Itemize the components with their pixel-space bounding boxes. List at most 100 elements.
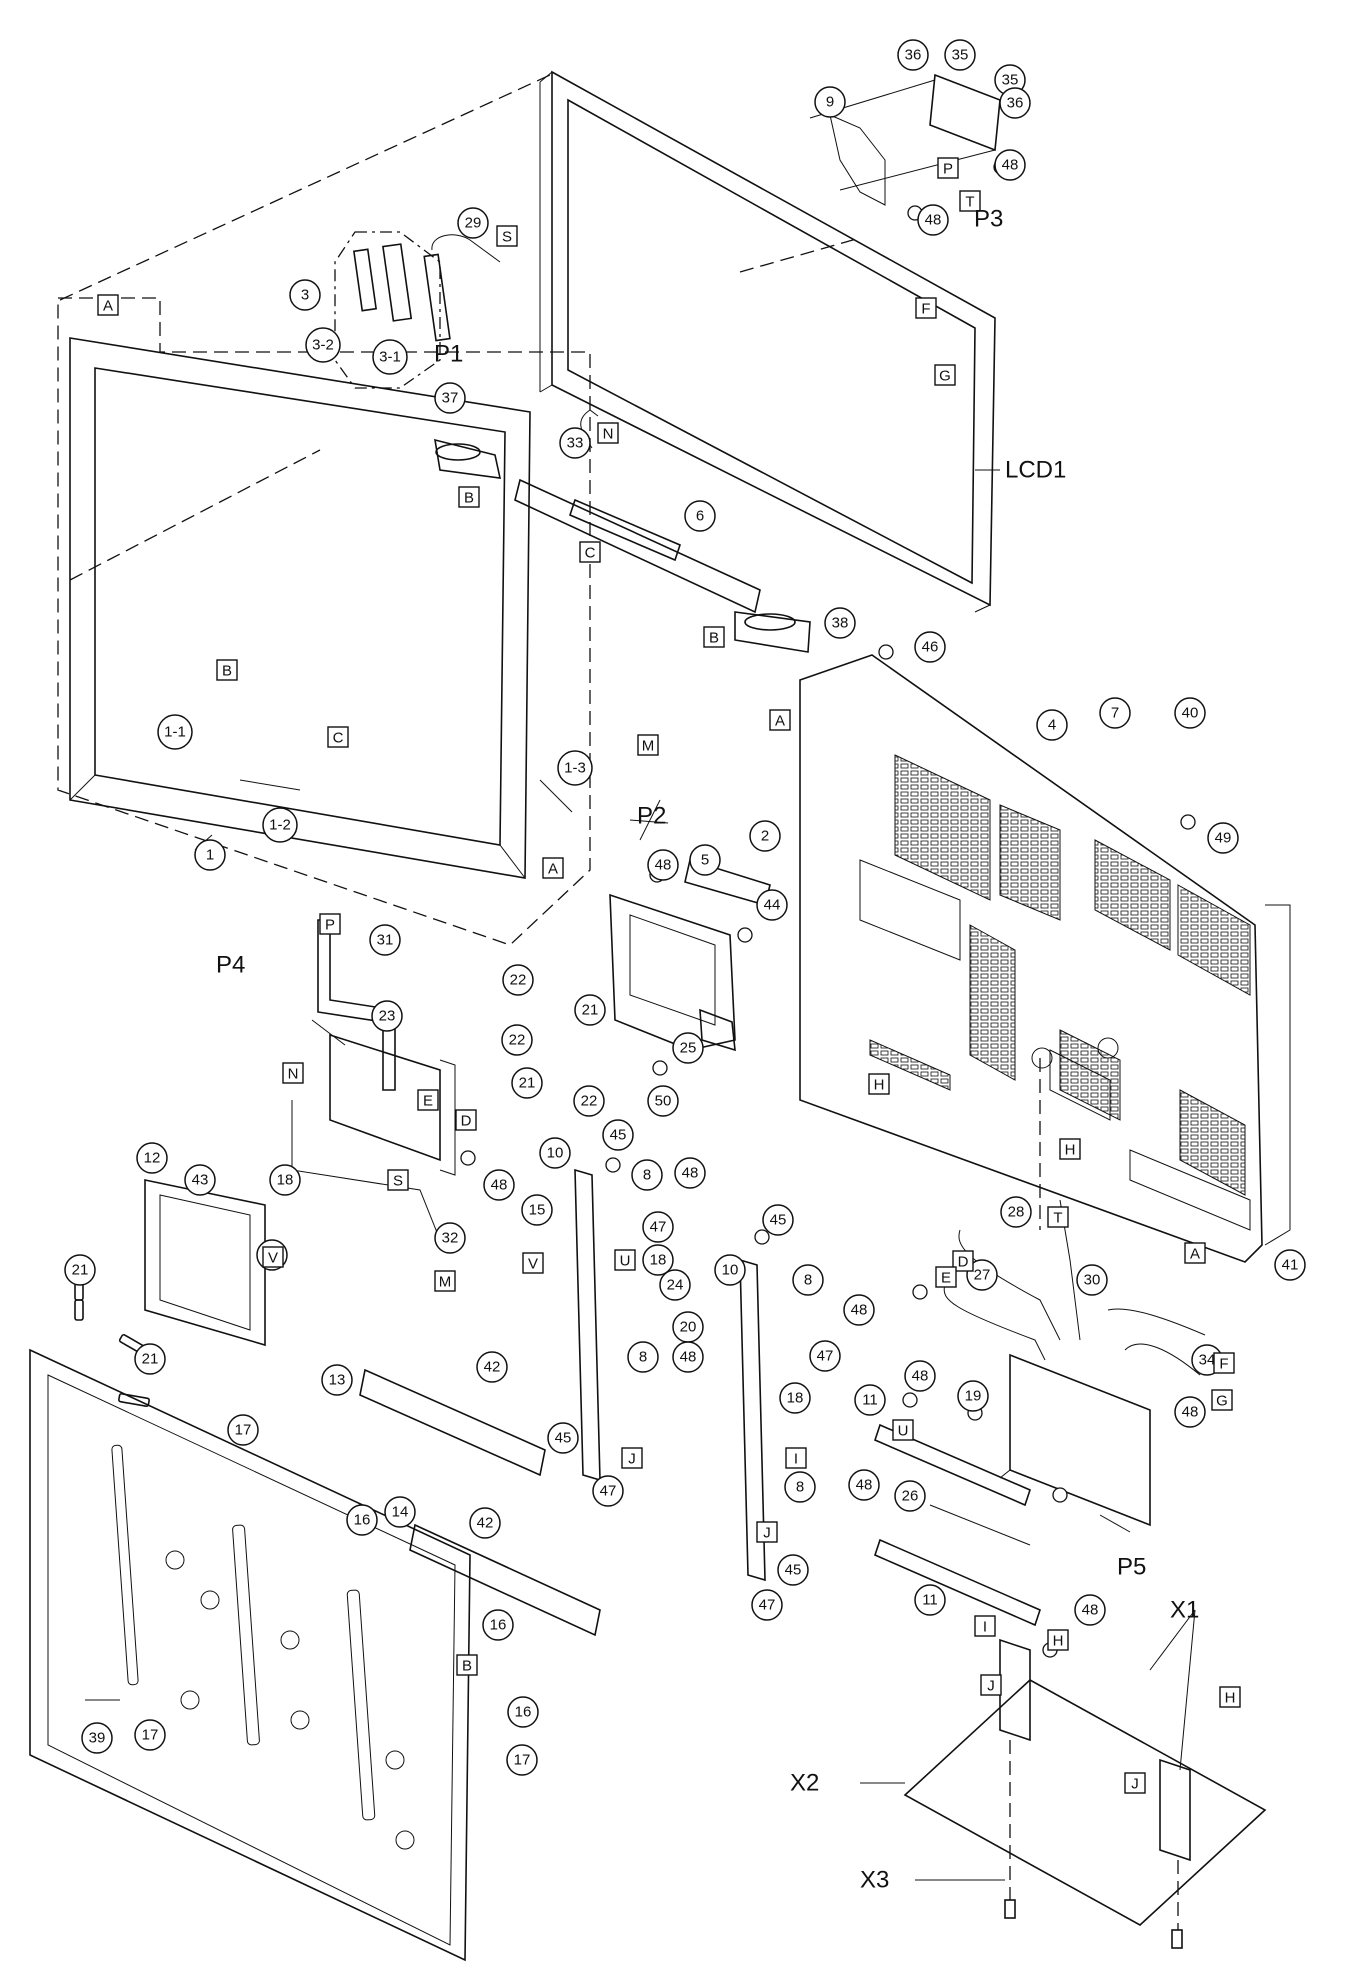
callout-50: 50: [647, 1085, 679, 1117]
svg-text:42: 42: [484, 1359, 501, 1376]
callout-48-3: 48: [647, 849, 679, 881]
connector-box-g: G: [934, 364, 956, 386]
svg-text:33: 33: [567, 435, 584, 452]
svg-text:27: 27: [974, 1267, 991, 1284]
connector-box-a: A: [97, 294, 119, 316]
svg-text:V: V: [528, 1256, 538, 1273]
svg-text:8: 8: [804, 1272, 812, 1289]
brace-14: [409, 1523, 601, 1637]
callout-29: 29: [457, 207, 489, 239]
connector-box-p: P: [319, 913, 341, 935]
callout-45: 45: [602, 1119, 634, 1151]
callout-36-2: 36: [999, 87, 1031, 119]
connector-box-h-4: H: [1219, 1686, 1241, 1708]
callout-30: 30: [1076, 1264, 1108, 1296]
module-label-lcd1: LCD1: [1005, 457, 1066, 484]
callout-21-4: 21: [134, 1343, 166, 1375]
callout-2: 2: [749, 820, 781, 852]
svg-text:36: 36: [905, 47, 922, 64]
callout-48-7: 48: [843, 1294, 875, 1326]
svg-text:B: B: [462, 1658, 472, 1675]
svg-text:C: C: [585, 545, 596, 562]
svg-text:46: 46: [922, 639, 939, 656]
callout-7: 7: [1099, 697, 1131, 729]
callouts-layer: 11-11-21-3233-13-24567888891010111112131…: [64, 39, 1306, 1776]
svg-text:10: 10: [722, 1262, 739, 1279]
front-bezel-inner: [94, 367, 506, 846]
callout-1-1: 1-1: [157, 714, 193, 750]
svg-text:G: G: [939, 368, 951, 385]
callout-40: 40: [1174, 697, 1206, 729]
svg-text:21: 21: [142, 1351, 159, 1368]
svg-text:H: H: [874, 1077, 885, 1094]
callout-18: 18: [269, 1164, 301, 1196]
callout-11-2: 11: [914, 1584, 946, 1616]
callout-3-1: 3-1: [372, 339, 408, 375]
svg-text:45: 45: [610, 1127, 627, 1144]
connector-box-b: B: [216, 659, 238, 681]
connector-box-e: E: [417, 1089, 439, 1111]
svg-text:I: I: [983, 1619, 987, 1636]
stand-base: [903, 1679, 1267, 1926]
svg-text:10: 10: [547, 1145, 564, 1162]
callout-4: 4: [1036, 709, 1068, 741]
board-label-p5: P5: [1117, 1554, 1146, 1581]
av-board-frame: [609, 893, 736, 1051]
svg-text:P: P: [325, 917, 335, 934]
svg-text:U: U: [898, 1423, 909, 1440]
svg-text:21: 21: [582, 1002, 599, 1019]
callout-5: 5: [689, 844, 721, 876]
speaker-group: [434, 409, 811, 653]
callout-43: 43: [184, 1164, 216, 1196]
connector-box-c-2: C: [327, 726, 349, 748]
svg-text:N: N: [603, 426, 614, 443]
callout-27: 27: [966, 1259, 998, 1291]
callout-31: 31: [369, 924, 401, 956]
callout-33: 33: [559, 427, 591, 459]
main-board-p4: [329, 1033, 441, 1162]
svg-text:48: 48: [655, 857, 672, 874]
svg-text:9: 9: [826, 94, 834, 111]
speaker-bracket: [514, 478, 761, 614]
connector-box-e-2: E: [935, 1266, 957, 1288]
svg-text:26: 26: [902, 1488, 919, 1505]
connector-box-h-2: H: [1059, 1138, 1081, 1160]
cable-31: [317, 919, 396, 1091]
connector-box-f: F: [915, 297, 937, 319]
svg-text:48: 48: [851, 1302, 868, 1319]
svg-text:40: 40: [1182, 705, 1199, 722]
svg-text:1: 1: [206, 847, 214, 864]
callout-16: 16: [346, 1504, 378, 1536]
callout-11: 11: [854, 1384, 886, 1416]
callout-17-2: 17: [134, 1719, 166, 1751]
rear-cover: [799, 654, 1291, 1263]
lcd-panel-inner: [567, 98, 976, 585]
svg-text:E: E: [423, 1093, 433, 1110]
svg-text:18: 18: [787, 1390, 804, 1407]
callout-37: 37: [434, 382, 466, 414]
callout-21: 21: [64, 1254, 96, 1286]
callout-8-3: 8: [627, 1341, 659, 1373]
callout-19: 19: [957, 1380, 989, 1412]
callout-22-3: 22: [573, 1085, 605, 1117]
callout-36: 36: [897, 39, 929, 71]
svg-text:8: 8: [639, 1349, 647, 1366]
svg-text:T: T: [965, 194, 974, 211]
callout-39: 39: [81, 1722, 113, 1754]
speaker-left: [434, 438, 502, 479]
connector-box-p-2: P: [937, 157, 959, 179]
callout-8-2: 8: [792, 1264, 824, 1296]
callout-48-2: 48: [917, 204, 949, 236]
svg-text:16: 16: [354, 1512, 371, 1529]
connector-box-j: J: [621, 1447, 643, 1469]
connector-box-s-2: S: [387, 1169, 409, 1191]
svg-text:38: 38: [832, 615, 849, 632]
callout-1-2: 1-2: [262, 807, 298, 843]
callout-45-3: 45: [547, 1422, 579, 1454]
callout-45-2: 45: [762, 1204, 794, 1236]
connector-box-i-2: I: [974, 1615, 996, 1637]
svg-text:21: 21: [519, 1075, 536, 1092]
svg-text:3: 3: [301, 287, 309, 304]
